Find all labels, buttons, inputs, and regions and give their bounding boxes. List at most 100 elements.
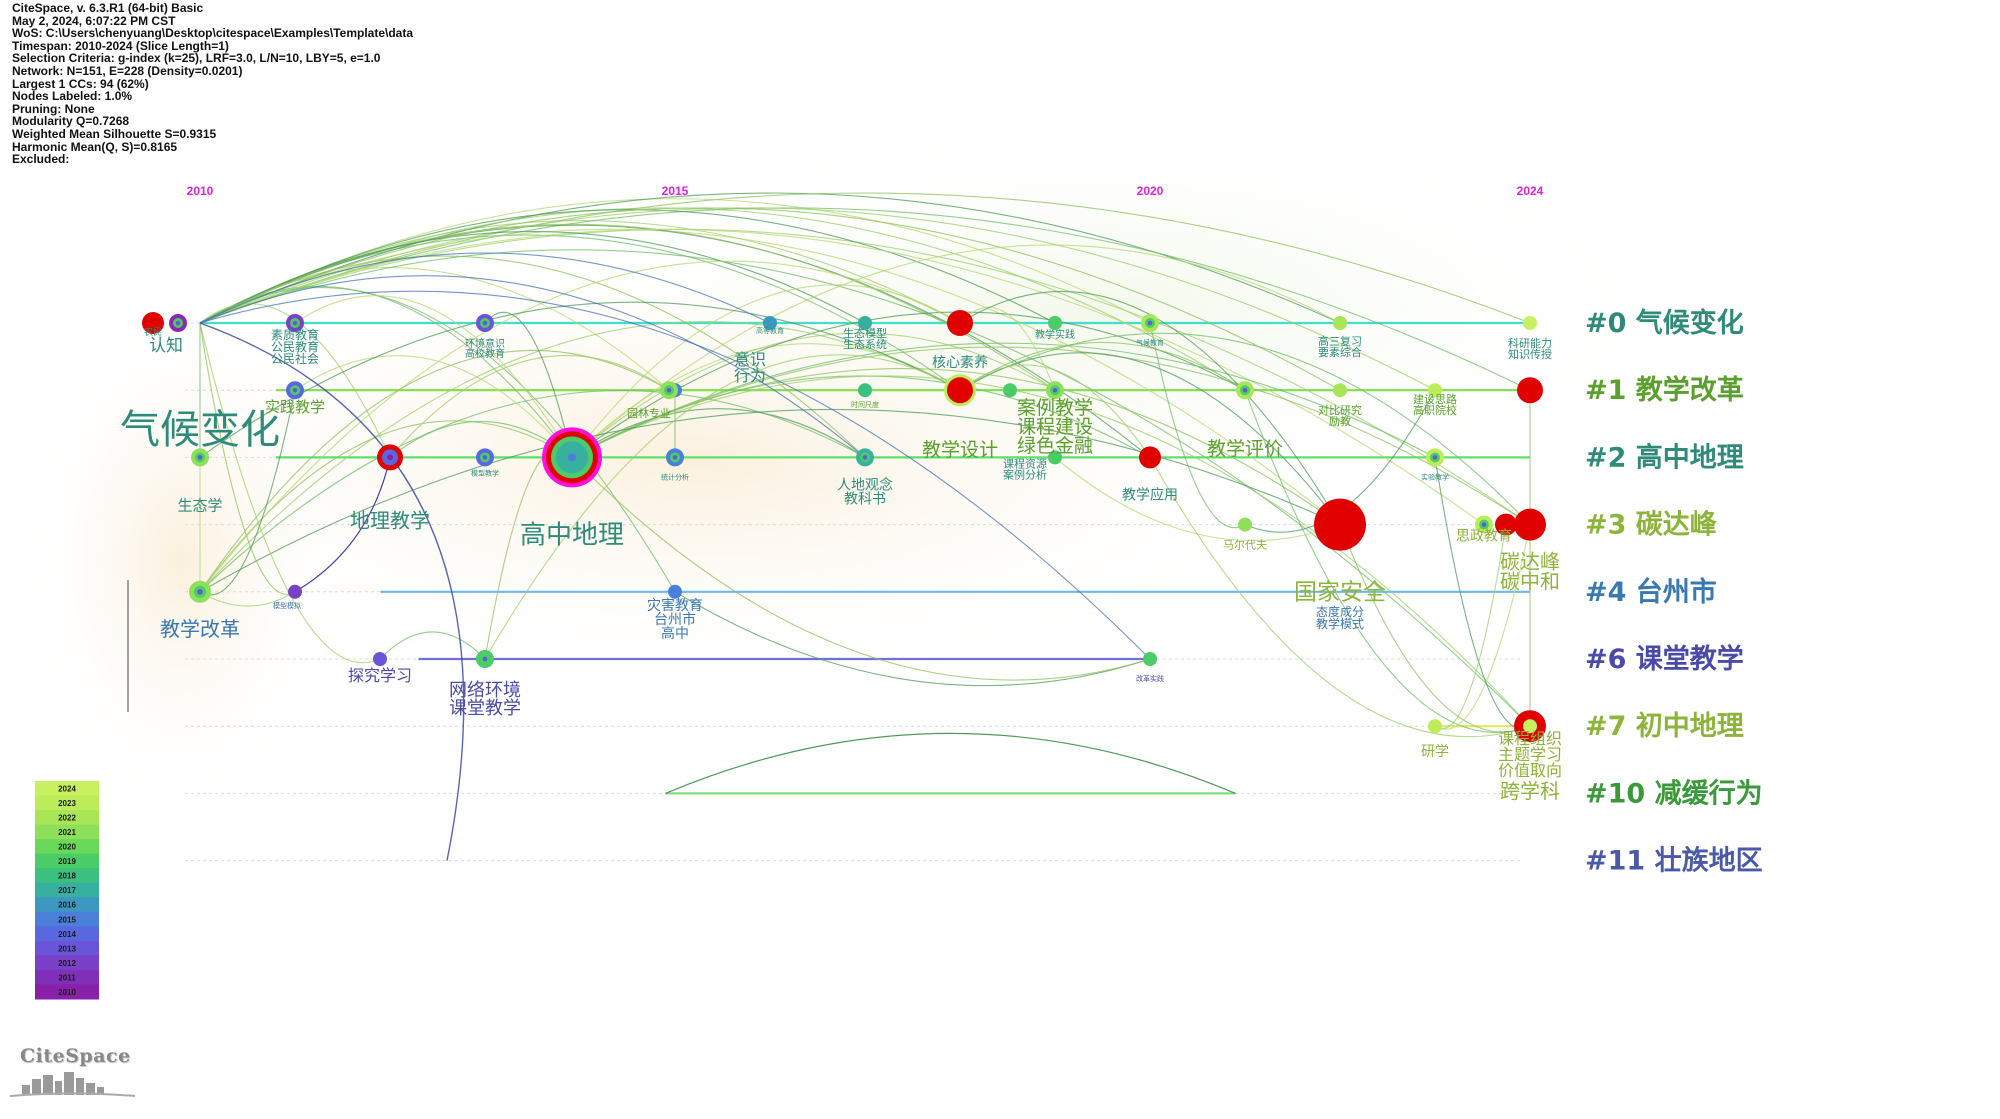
year-tick-label: 2020 xyxy=(1137,184,1164,198)
keyword-node[interactable] xyxy=(1517,377,1543,404)
cluster-label[interactable]: #10 减缓行为 xyxy=(1585,777,1763,809)
keyword-node[interactable] xyxy=(476,448,494,467)
keyword-label: 地理教学 xyxy=(350,508,430,532)
keyword-node[interactable] xyxy=(1523,316,1537,330)
keyword-node[interactable] xyxy=(1428,383,1442,398)
keyword-node[interactable] xyxy=(944,374,976,407)
link-arc xyxy=(199,301,961,458)
city-skyline-icon xyxy=(10,1072,135,1097)
keyword-label: 教学模式 xyxy=(1316,616,1364,631)
keyword-node[interactable] xyxy=(1236,381,1254,400)
keyword-node[interactable] xyxy=(947,310,973,336)
keyword-label: 碳中和 xyxy=(1500,570,1560,594)
cluster-label[interactable]: #1 教学改革 xyxy=(1585,374,1744,406)
link-arc xyxy=(294,457,391,593)
keyword-label: 公民社会 xyxy=(271,351,319,366)
keyword-label: 教科书 xyxy=(844,491,886,507)
keyword-node[interactable] xyxy=(542,427,602,488)
year-legend-label: 2013 xyxy=(58,944,76,953)
cluster-label[interactable]: #2 高中地理 xyxy=(1585,441,1744,473)
year-legend-swatch xyxy=(35,969,99,985)
keyword-label: 高中 xyxy=(661,625,689,642)
cluster-label[interactable]: #0 气候变化 xyxy=(1585,307,1744,339)
keyword-label: 模型模拟 xyxy=(273,601,301,610)
cluster-label[interactable]: #11 壮族地区 xyxy=(1585,845,1763,877)
info-line: Pruning: None xyxy=(12,101,95,116)
keyword-node[interactable] xyxy=(189,580,211,603)
keyword-node[interactable] xyxy=(1143,652,1157,666)
keyword-node[interactable] xyxy=(1238,517,1252,532)
keyword-label: 教学改革 xyxy=(160,617,240,641)
tree-ring xyxy=(482,455,488,460)
link-arc xyxy=(199,207,1341,391)
cluster-label[interactable]: #7 初中地理 xyxy=(1585,711,1744,742)
link-arc xyxy=(199,290,1151,660)
info-line: Network: N=151, E=228 (Density=0.0201) xyxy=(12,63,243,78)
keyword-node[interactable] xyxy=(1333,316,1347,330)
keyword-node[interactable] xyxy=(1475,515,1493,534)
keyword-node[interactable] xyxy=(286,381,304,400)
keyword-node[interactable] xyxy=(1426,448,1444,467)
keyword-label: 课堂教学 xyxy=(449,698,521,719)
tree-ring xyxy=(1147,320,1153,326)
keyword-node[interactable] xyxy=(476,314,494,332)
keyword-node[interactable] xyxy=(1514,508,1546,541)
year-legend-label: 2017 xyxy=(58,886,76,895)
link-arc xyxy=(571,457,1151,681)
keyword-node[interactable] xyxy=(1141,314,1159,332)
node-core xyxy=(142,312,164,334)
keyword-node[interactable] xyxy=(377,444,403,471)
node-core xyxy=(1514,508,1546,541)
keyword-node[interactable] xyxy=(666,448,684,467)
keyword-label: 教学应用 xyxy=(1122,486,1178,503)
link-arc xyxy=(484,354,961,660)
keyword-node[interactable] xyxy=(858,383,872,398)
node-core xyxy=(858,316,872,330)
year-legend-swatch xyxy=(35,897,99,913)
keyword-label: 马尔代夫 xyxy=(1223,539,1267,552)
node-core xyxy=(288,584,302,599)
year-legend-swatch xyxy=(35,955,99,971)
keyword-node[interactable] xyxy=(191,448,209,467)
keyword-node[interactable] xyxy=(660,381,678,400)
info-line: Selection Criteria: g-index (k=25), LRF=… xyxy=(12,51,381,66)
keyword-node[interactable] xyxy=(1333,383,1347,398)
keyword-node[interactable] xyxy=(373,652,387,666)
keyword-node[interactable] xyxy=(856,448,874,467)
keyword-label: 改革实践 xyxy=(1136,674,1164,683)
link-arc xyxy=(1149,322,1246,529)
tree-ring xyxy=(1432,455,1438,460)
keyword-node[interactable] xyxy=(169,314,187,332)
node-core xyxy=(858,383,872,398)
keyword-node[interactable] xyxy=(1003,383,1017,398)
keyword-node[interactable] xyxy=(1048,450,1062,465)
cluster-label[interactable]: #4 台州市 xyxy=(1585,576,1717,608)
keyword-node[interactable] xyxy=(476,650,494,668)
keyword-node[interactable] xyxy=(1523,719,1537,734)
keyword-label: 教学实践 xyxy=(1035,328,1075,341)
year-tick-label: 2010 xyxy=(187,184,214,198)
keyword-label: 实践教学 xyxy=(265,398,325,416)
year-legend-swatch xyxy=(35,824,99,840)
keyword-node[interactable] xyxy=(1428,719,1442,734)
tree-ring xyxy=(1052,387,1058,393)
node-core xyxy=(1238,517,1252,532)
keyword-node[interactable] xyxy=(668,584,682,599)
keyword-node[interactable] xyxy=(763,316,777,330)
year-legend-label: 2012 xyxy=(58,959,76,968)
keyword-node[interactable] xyxy=(1048,316,1062,330)
cluster-label[interactable]: #6 课堂教学 xyxy=(1585,643,1744,675)
keyword-node[interactable] xyxy=(1139,446,1161,469)
keyword-node[interactable] xyxy=(858,316,872,330)
keyword-node[interactable] xyxy=(286,314,304,332)
keyword-node[interactable] xyxy=(1314,498,1366,551)
year-legend-swatch xyxy=(35,839,99,855)
keyword-node[interactable] xyxy=(142,312,164,334)
keyword-label: 思政教育 xyxy=(1456,529,1512,545)
link-arc xyxy=(199,228,1531,526)
keyword-node[interactable] xyxy=(1046,381,1064,400)
keyword-node[interactable] xyxy=(1495,513,1517,536)
keyword-node[interactable] xyxy=(288,584,302,599)
keyword-label: 建设思路 xyxy=(1413,392,1457,406)
cluster-label[interactable]: #3 碳达峰 xyxy=(1585,510,1717,541)
